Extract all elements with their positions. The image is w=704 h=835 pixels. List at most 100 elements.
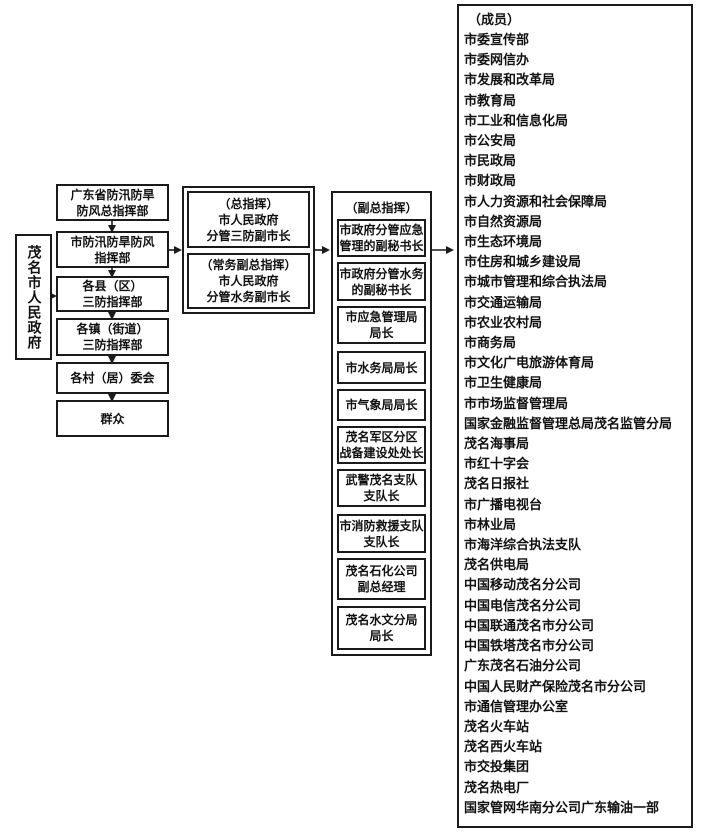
member-item: 市交通运输局 (464, 295, 543, 311)
member-item: 市通信管理办公室 (464, 699, 569, 715)
member-item: 市生态环境局 (464, 235, 543, 251)
member-item: 市农业农村局 (464, 315, 543, 331)
executive-deputy-title: （常务副总指挥） (200, 258, 297, 272)
member-item: 市林业局 (464, 517, 517, 533)
member-item: 广东茂名石油分公司 (464, 659, 582, 675)
member-item: 国家管网华南分公司广东输油一部 (464, 800, 660, 816)
deputy-label: 战备建设处处长 (339, 446, 424, 460)
deputy-label: 市消防救援支队 (339, 518, 424, 533)
deputy-box-5: 市气象局局长 (337, 389, 426, 421)
deputy-box-9: 茂名石化公司 副总经理 (337, 558, 426, 600)
member-item: 国家金融监督管理总局茂名监管分局 (464, 416, 673, 432)
chain-box-village: 各村（居）委会 (56, 362, 169, 394)
member-item: 市商务局 (464, 336, 517, 352)
chain-label: 各县（区） (82, 279, 143, 293)
member-item: 市海洋综合执法支队 (464, 538, 582, 554)
chain-label: 三防指挥部 (82, 338, 143, 352)
members-title: （成员） (468, 13, 521, 28)
chain-box-public: 群众 (56, 400, 169, 437)
member-item: 茂名日报社 (464, 477, 530, 493)
deputy-label: 茂名军区分区 (345, 430, 418, 444)
member-item: 中国铁塔茂名市分公司 (464, 639, 595, 655)
chain-label: 防风总指挥部 (76, 203, 149, 218)
members-box (457, 4, 693, 828)
deputy-box-1: 市政府分管应急 管理的副秘书长 (337, 219, 426, 257)
member-item: 市财政局 (464, 174, 517, 190)
deputy-box-7: 武警茂名支队 支队长 (337, 469, 426, 507)
member-item: 市交投集团 (464, 760, 530, 776)
government-box: 茂名市人民政府 (15, 234, 52, 360)
chain-box-provincial-hq: 广东省防汛防旱 防风总指挥部 (56, 184, 169, 221)
member-item: 市市场监督管理局 (464, 396, 569, 412)
member-item: 中国移动茂名分公司 (464, 578, 582, 594)
deputy-label: 支队长 (363, 489, 400, 503)
deputy-label: 茂名水文分局 (345, 613, 418, 627)
deputy-box-4: 市水务局局长 (337, 351, 426, 384)
deputy-frame (331, 191, 432, 656)
member-item: 市委宣传部 (464, 33, 530, 48)
deputy-label: 市气象局局长 (345, 398, 418, 412)
member-item: 中国人民财产保险茂名市分公司 (464, 679, 647, 695)
chain-label: 各镇（街道） (76, 322, 149, 336)
deputy-label: 市应急管理局 (345, 310, 418, 324)
chain-label: 三防指挥部 (82, 295, 143, 309)
command-frame (182, 186, 315, 314)
deputy-label: 的副秘书长 (351, 282, 412, 297)
executive-deputy-line: 市人民政府 (218, 274, 279, 288)
member-item: 茂名热电厂 (464, 780, 530, 796)
chain-label: 指挥部 (94, 250, 131, 265)
deputy-label: 市水务局局长 (345, 360, 418, 375)
member-item: 市文化广电旅游体育局 (464, 356, 595, 372)
member-item: 茂名火车站 (464, 719, 530, 735)
commander-line: 市人民政府 (218, 212, 279, 227)
chain-box-county: 各县（区） 三防指挥部 (56, 276, 169, 312)
deputy-label: 武警茂名支队 (345, 473, 418, 487)
member-item: 市民政局 (464, 154, 517, 170)
member-item: 市人力资源和社会保障局 (464, 194, 608, 210)
member-item: 茂名海事局 (464, 437, 530, 453)
deputy-label: 市政府分管应急 (339, 223, 424, 237)
chain-box-city-hq: 市防汛防旱防风 指挥部 (56, 231, 169, 268)
member-item: 茂名西火车站 (464, 740, 543, 756)
commander-box: （总指挥） 市人民政府 分管三防副市长 (187, 191, 310, 248)
executive-deputy-box: （常务副总指挥） 市人民政府 分管水务副市长 (187, 253, 310, 309)
deputy-label: 局长 (369, 629, 394, 643)
deputy-box-2: 市政府分管水务 的副秘书长 (337, 262, 426, 301)
chain-label: 广东省防汛防旱 (70, 187, 155, 202)
commander-title: （总指挥） (218, 196, 279, 211)
chain-box-town: 各镇（街道） 三防指挥部 (56, 318, 169, 356)
members-list: 市委宣传部市委网信办市发展和改革局市教育局市工业和信息化局市公安局市民政局市财政… (464, 31, 672, 819)
deputy-label: 茂名石化公司 (345, 564, 418, 578)
member-item: 茂名供电局 (464, 558, 530, 574)
chain-label: 群众 (100, 411, 125, 426)
deputy-title: （副总指挥） (345, 201, 418, 215)
member-item: 市红十字会 (464, 457, 530, 473)
deputy-box-3: 市应急管理局 局长 (337, 306, 426, 344)
member-item: 市城市管理和综合执法局 (464, 275, 608, 291)
government-name: 茂名市人民政府 (25, 244, 42, 350)
deputy-label: 管理的副秘书长 (339, 239, 424, 253)
deputy-label: 支队长 (363, 534, 400, 549)
member-item: 市住房和城乡建设局 (464, 255, 582, 271)
deputy-box-6: 茂名军区分区 战备建设处处长 (337, 426, 426, 464)
member-item: 市工业和信息化局 (464, 113, 569, 129)
deputy-label: 副总经理 (357, 580, 406, 594)
executive-deputy-line: 分管水务副市长 (206, 290, 291, 304)
deputy-label: 市政府分管水务 (339, 266, 424, 281)
member-item: 市发展和改革局 (464, 73, 556, 89)
member-item: 市卫生健康局 (464, 376, 543, 392)
member-item: 中国联通茂名市分公司 (464, 618, 595, 634)
member-item: 市教育局 (464, 93, 517, 109)
commander-line: 分管三防副市长 (206, 228, 291, 243)
deputy-box-10: 茂名水文分局 局长 (337, 606, 426, 650)
chain-label: 各村（居）委会 (70, 371, 155, 385)
member-item: 市自然资源局 (464, 214, 543, 230)
deputy-label: 局长 (369, 326, 394, 340)
member-item: 市广播电视台 (464, 497, 543, 513)
chain-label: 市防汛防旱防风 (70, 234, 155, 249)
member-item: 中国电信茂名分公司 (464, 598, 582, 614)
member-item: 市公安局 (464, 134, 517, 150)
deputy-box-8: 市消防救援支队 支队长 (337, 514, 426, 553)
member-item: 市委网信办 (464, 53, 530, 69)
